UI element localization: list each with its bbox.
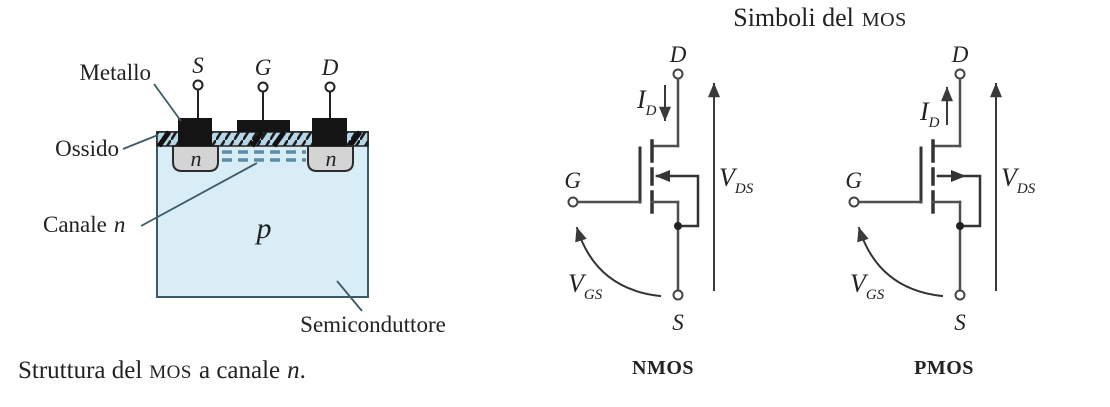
pmos-vds-base: V: [1001, 163, 1020, 192]
oxide-hatch-mark: [156, 130, 172, 148]
nmos-vds-sub: DS: [734, 181, 754, 197]
nmos-gate-terminal-circle: [567, 196, 579, 208]
nmos-vgs-label: VGS: [568, 269, 603, 303]
pmos-symbol: D G S ID VDS VGS PMOS: [845, 42, 1035, 379]
oxide-hatch-mark: [249, 130, 265, 148]
pmos-body-arrow-icon: [951, 170, 966, 182]
canale-label-word: Canale: [43, 212, 107, 237]
pmos-source-label: S: [954, 310, 966, 335]
nmos-source-label: S: [672, 310, 684, 335]
nmos-symbol: D G S ID VDS VGS NMOS: [564, 42, 753, 379]
caption-end: .: [300, 357, 306, 384]
n-region-source: [172, 145, 219, 172]
metallo-label: Metallo: [79, 60, 151, 85]
gate-terminal-label: G: [255, 55, 272, 80]
nmos-body-arrow-icon: [655, 170, 670, 182]
pmos-vds-label: VDS: [1001, 163, 1036, 197]
nmos-id-label: ID: [636, 85, 657, 119]
n-region-drain: [307, 145, 354, 172]
nmos-vgs-sub: GS: [584, 287, 603, 303]
oxide-hatch-mark: [347, 130, 363, 148]
n-region-label-right: n: [326, 146, 337, 171]
pmos-drain-label: D: [951, 42, 969, 67]
structure-caption: Struttura del MOS a canale n.: [18, 357, 306, 384]
symbols-title: Simboli del MOS: [733, 3, 906, 32]
pmos-id-label: ID: [919, 97, 940, 131]
canale-label-var: n: [114, 212, 126, 237]
metal-contact-source: [178, 118, 212, 146]
pmos-vgs-base: V: [850, 269, 869, 298]
caption-part2: a canale: [199, 357, 280, 384]
p-region-label: p: [255, 212, 272, 245]
nmos-vds-base: V: [719, 163, 738, 192]
drain-terminal-circle: [324, 81, 336, 93]
ossido-pointer-line: [122, 134, 159, 150]
canale-pointer-line: [140, 162, 258, 227]
pmos-id-base: I: [919, 97, 930, 126]
nmos-body-wire: [655, 174, 700, 228]
pmos-junction-dot: [956, 222, 964, 230]
pmos-vgs-arrow-icon: [857, 226, 944, 298]
nmos-name-label: NMOS: [632, 357, 694, 379]
nmos-vds-label: VDS: [719, 163, 754, 197]
nmos-vgs-base: V: [568, 269, 587, 298]
drain-terminal-label: D: [321, 55, 339, 80]
caption-part1: Struttura del: [18, 357, 142, 384]
source-terminal-circle: [192, 79, 204, 91]
nmos-drain-label: D: [669, 42, 687, 67]
caption-mos: MOS: [149, 362, 192, 383]
semiconduttore-label: Semiconduttore: [300, 312, 446, 337]
pmos-vds-sub: DS: [1016, 181, 1036, 197]
oxide-hatch-mark: [271, 130, 287, 148]
nmos-vgs-arrow-icon: [575, 226, 662, 298]
semiconduttore-pointer-line: [336, 280, 363, 312]
source-terminal-label: S: [192, 53, 204, 78]
n-region-label-left: n: [191, 146, 202, 171]
metal-contact-drain: [312, 118, 347, 146]
pmos-gate-terminal-circle: [848, 196, 860, 208]
pmos-vgs-sub: GS: [866, 287, 885, 303]
nmos-source-terminal-circle: [672, 289, 684, 301]
pmos-source-terminal-circle: [954, 289, 966, 301]
pmos-vgs-label: VGS: [850, 269, 885, 303]
ossido-label: Ossido: [55, 136, 119, 161]
symbols-title-part1: Simboli del: [733, 3, 854, 32]
caption-var: n: [287, 357, 300, 384]
nmos-gate-label: G: [564, 168, 581, 193]
pmos-id-sub: D: [928, 115, 940, 131]
pmos-name-label: PMOS: [914, 357, 974, 379]
metal-contact-gate: [237, 120, 290, 132]
nmos-drain-terminal-circle: [672, 68, 684, 80]
pmos-gate-label: G: [845, 168, 862, 193]
symbols-title-mos: MOS: [862, 9, 907, 31]
nmos-junction-dot: [674, 222, 682, 230]
metallo-pointer-line: [153, 83, 182, 122]
nmos-id-base: I: [636, 85, 647, 114]
gate-terminal-circle: [257, 81, 269, 93]
nmos-id-sub: D: [645, 103, 657, 119]
pmos-drain-terminal-circle: [954, 68, 966, 80]
